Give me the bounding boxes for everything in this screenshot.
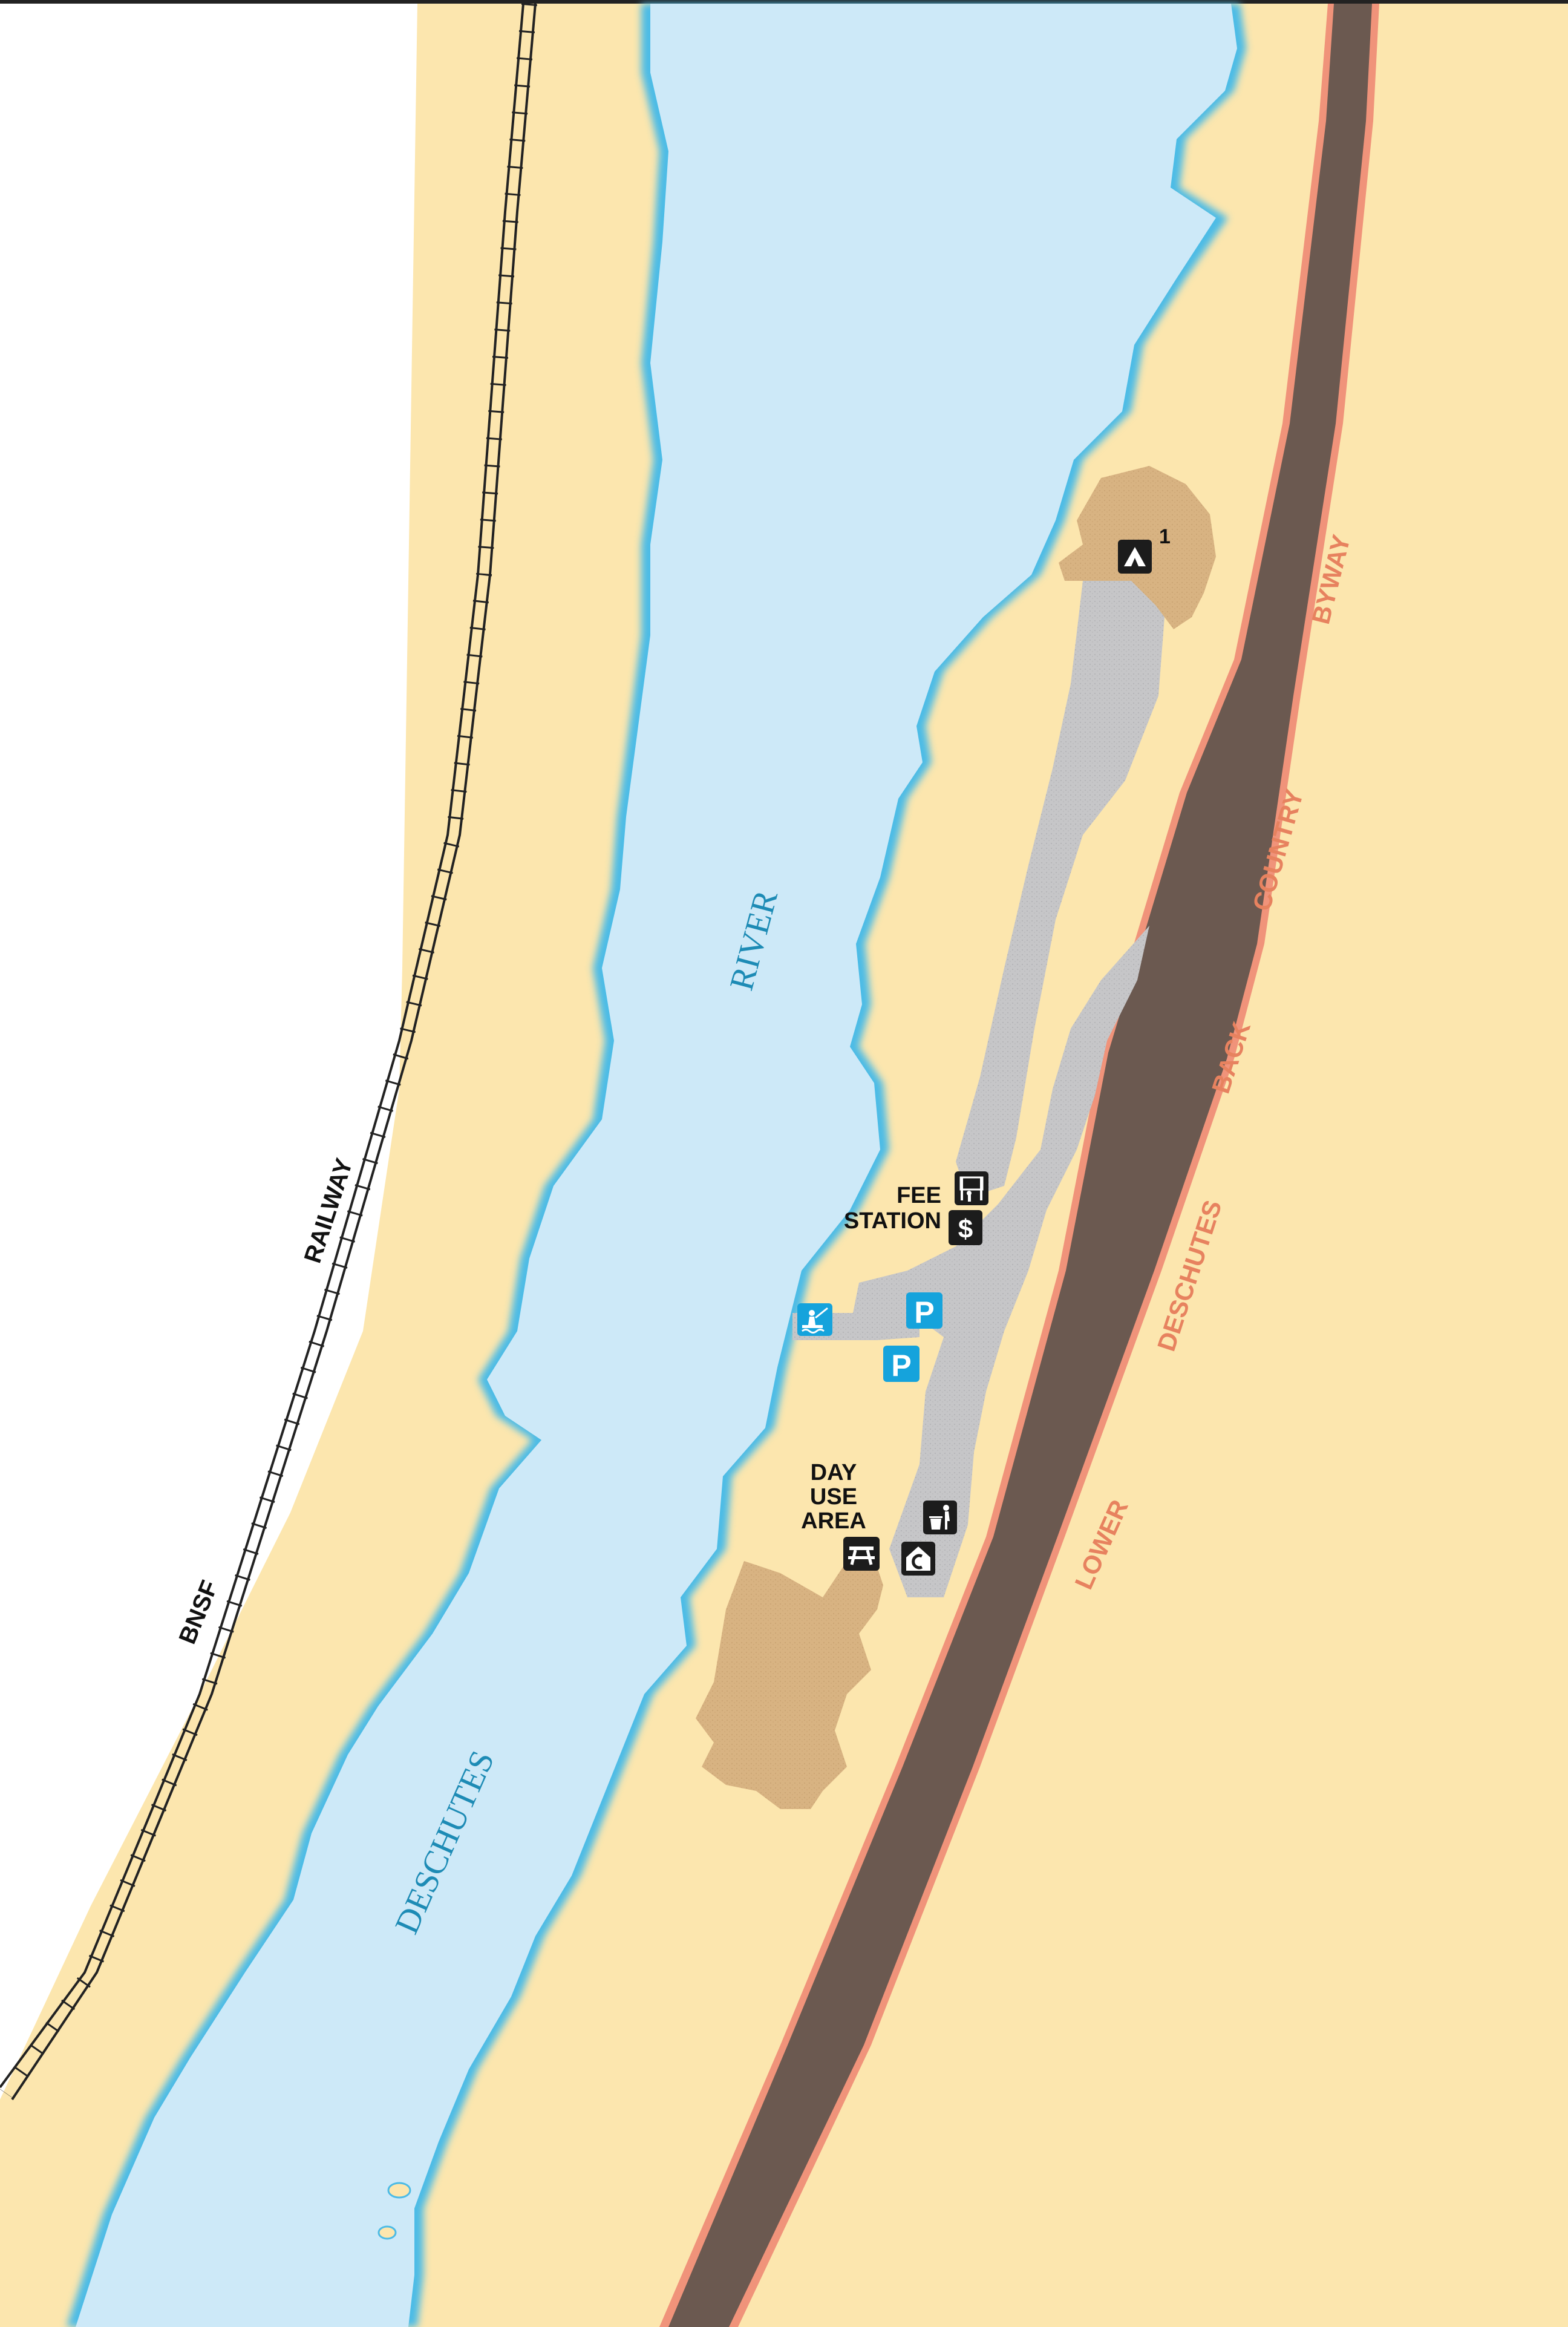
campsite-icon[interactable]	[1118, 540, 1152, 574]
islet	[377, 2225, 397, 2240]
parking-icon[interactable]: P	[883, 1346, 920, 1383]
parking-icon[interactable]: P	[906, 1292, 942, 1329]
byway-access-road	[853, 926, 1149, 1597]
fishing-access-icon[interactable]	[797, 1303, 832, 1336]
picnic-table-icon[interactable]	[843, 1537, 880, 1571]
restroom-icon[interactable]	[901, 1542, 935, 1576]
day-use-dirt-area	[696, 1549, 883, 1809]
campsite-number: 1	[1159, 525, 1171, 548]
islet	[387, 2182, 411, 2199]
svg-text:$: $	[958, 1214, 973, 1244]
campground-road	[956, 575, 1165, 1198]
svg-text:P: P	[891, 1349, 911, 1383]
day-use-label-line-3: AREA	[801, 1508, 866, 1534]
day-use-label-line-2: USE	[810, 1484, 857, 1510]
river-water	[76, 4, 1237, 2327]
top-edge-strip	[0, 0, 1568, 4]
information-board-icon[interactable]	[955, 1171, 988, 1205]
dollar-fee-icon[interactable]: $	[949, 1210, 982, 1245]
day-use-label-line-1: DAY	[811, 1460, 857, 1485]
svg-text:P: P	[914, 1295, 934, 1329]
fee-station-label-line-2: STATION	[844, 1208, 941, 1234]
highway-edge	[659, 4, 1379, 2327]
trash-can-icon[interactable]	[923, 1501, 957, 1534]
bnsf-railway	[0, 2, 537, 2101]
fee-station-label-line-1: FEE	[897, 1183, 941, 1208]
